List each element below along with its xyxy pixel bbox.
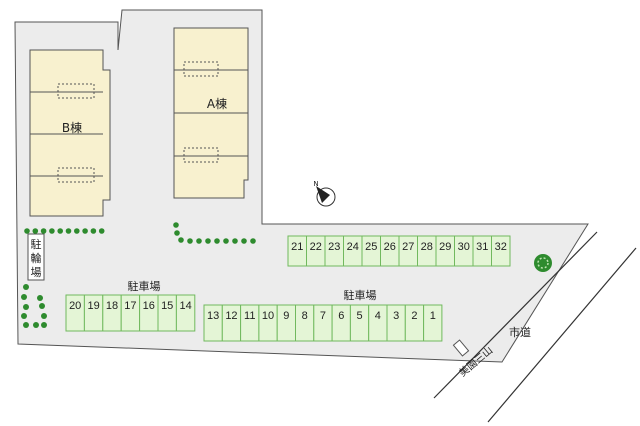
parking-row-left: 20 19 18 17 16 15 14 [65,294,196,332]
city-road [433,231,637,423]
shrub-dot [37,295,43,301]
shrub-dot [21,294,27,300]
parking-number-22: 22 [310,241,322,253]
shrub-dot [205,238,211,244]
parking-space-14 [175,294,196,332]
parking-number-26: 26 [384,241,396,253]
shrub-dot [41,322,47,328]
parking-number-32: 32 [495,241,507,253]
shrub-dot [40,228,47,234]
parking-number-25: 25 [365,241,377,253]
parking-number-12: 12 [225,310,237,322]
parking-number-27: 27 [402,241,414,253]
compass-letter: N [313,180,318,188]
parking-number-17: 17 [124,300,136,312]
shrub-dot [74,228,80,234]
parking-label-left: 駐車場 [128,279,161,293]
parking-number-24: 24 [347,241,359,253]
parking-number-2: 2 [411,310,417,322]
parking-number-31: 31 [476,241,488,253]
shrub-dot [250,238,256,244]
gate-marker [452,339,470,357]
shrub-dot [178,237,184,243]
shrub-dot [232,238,238,244]
tree-icon [534,254,552,272]
building-b-label: B棟 [62,120,82,135]
parking-number-4: 4 [375,310,381,322]
parking-number-19: 19 [87,300,99,312]
parking-number-16: 16 [143,300,155,312]
parking-number-1: 1 [430,310,436,322]
parking-number-7: 7 [320,310,326,322]
bicycle-parking-label-1: 駐 [31,237,42,251]
shrub-dot [65,228,72,234]
shrub-dot [39,303,45,309]
bicycle-parking: 駐 輪 場 [27,233,45,281]
parking-number-13: 13 [207,310,219,322]
shrub-dot [49,228,55,234]
shrub-dot [214,238,220,244]
parking-row-top: 21 22 23 24 25 26 27 28 29 30 31 32 [287,235,511,267]
shrub-dot [23,322,29,328]
site-ground [14,9,589,363]
shrub-dot [174,230,180,236]
north-arrow-icon: N [313,180,336,207]
parking-number-30: 30 [458,241,470,253]
shrub-dot [41,313,47,319]
parking-number-6: 6 [338,310,344,322]
shrub-dot [24,228,30,234]
parking-number-20: 20 [69,300,81,312]
parking-number-8: 8 [302,310,308,322]
shrub-dot [187,238,193,244]
parking-number-29: 29 [439,241,451,253]
parking-number-11: 11 [244,310,255,322]
shrub-dot [82,228,88,234]
shrub-dot [23,284,29,290]
building-a-label: A棟 [207,96,227,111]
building-a: A棟 [173,27,249,199]
shrub-dot [173,222,179,228]
shrub-dot [241,238,247,244]
shrub-dot [90,228,97,234]
building-b: B棟 [29,49,111,217]
shrub-dot [21,313,27,319]
parking-label-right: 駐車場 [344,288,377,302]
city-road-label: 市道 [509,325,531,339]
parking-number-10: 10 [262,310,274,322]
parking-space-1 [423,304,443,342]
parking-number-21: 21 [291,241,303,253]
shrub-dot [98,228,105,234]
shrub-dot [57,228,63,234]
bicycle-parking-label-2: 輪 [31,251,42,265]
shrub-dot [32,228,39,234]
parking-number-18: 18 [106,300,118,312]
parking-number-23: 23 [328,241,340,253]
shrub-dot [223,238,229,244]
shrub-dot [23,304,29,310]
parking-number-28: 28 [421,241,433,253]
parking-number-3: 3 [393,310,399,322]
shrub-dots [21,222,256,328]
bicycle-parking-label-3: 場 [31,266,42,279]
shrub-dot [196,238,202,244]
parking-number-15: 15 [161,300,173,312]
parking-number-9: 9 [283,310,289,322]
parking-number-14: 14 [179,300,191,312]
parking-space-32 [491,235,511,267]
parking-number-5: 5 [356,310,362,322]
shrub-dot [33,322,39,328]
